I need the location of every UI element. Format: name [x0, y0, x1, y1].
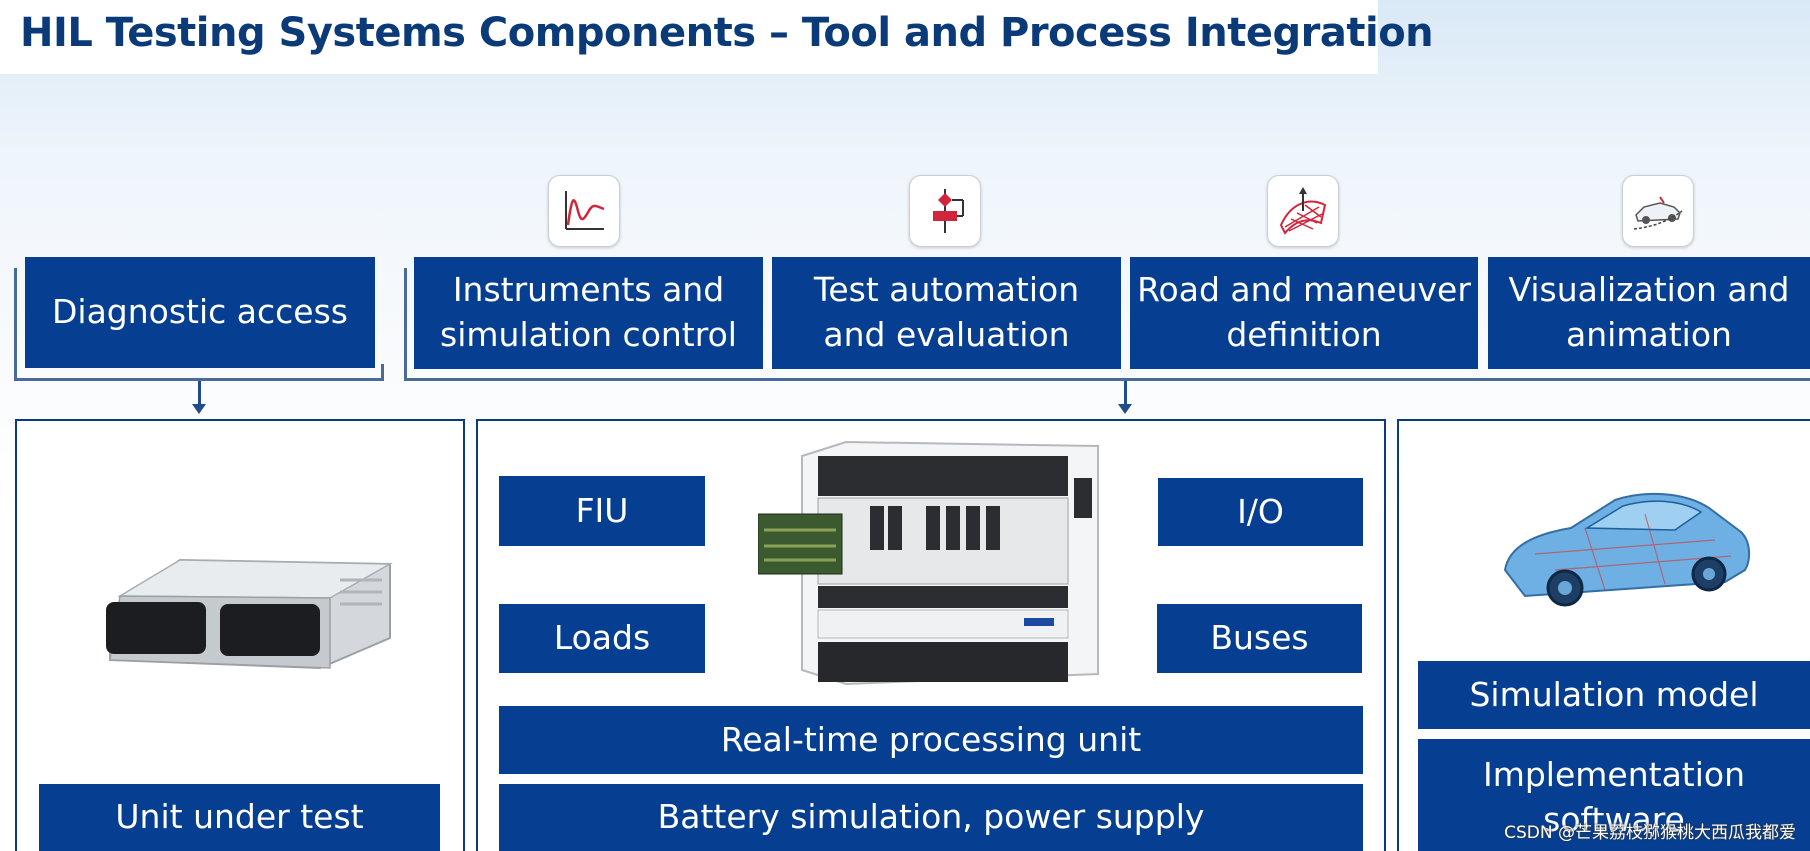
diagnostic-access-label: Diagnostic access — [52, 292, 348, 332]
ecu-image — [90, 540, 400, 680]
fiu-box: FIU — [499, 476, 705, 546]
bracket-right-vertical — [404, 268, 407, 380]
loads-box: Loads — [499, 604, 705, 673]
real-time-processing-unit-box: Real-time processing unit — [499, 706, 1363, 774]
bracket-left-vertical — [14, 268, 17, 380]
title-bar — [0, 0, 1378, 74]
simulation-model-box: Simulation model — [1418, 661, 1810, 729]
fiu-label: FIU — [575, 490, 629, 530]
unit-under-test-label: Unit under test — [115, 797, 364, 837]
implementation-software-label-line1: Implementation — [1482, 755, 1746, 794]
buses-label: Buses — [1210, 618, 1309, 658]
test-automation-box: Test automation and evaluation — [772, 257, 1121, 369]
page-title: HIL Testing Systems Components – Tool an… — [20, 10, 1434, 56]
instruments-label-line2: simulation control — [440, 315, 737, 354]
arrow-diagnostic-stem — [198, 381, 201, 405]
battery-simulation-label: Battery simulation, power supply — [657, 797, 1205, 837]
buses-box: Buses — [1157, 604, 1362, 673]
road-maneuver-label-line2: definition — [1226, 315, 1382, 354]
bracket-left-right — [381, 364, 384, 381]
real-time-processing-unit-label: Real-time processing unit — [720, 719, 1142, 759]
car-model-image — [1495, 470, 1755, 625]
csdn-watermark: CSDN @芒果荔枝猕猴桃大西瓜我都爱 — [1504, 823, 1796, 843]
arrow-diagnostic-head — [192, 404, 206, 414]
bracket-right-bottom — [404, 378, 1810, 381]
visualization-label-line1: Visualization and — [1508, 270, 1790, 310]
visualization-box: Visualization and animation — [1488, 257, 1810, 369]
hil-rack-image — [757, 438, 1108, 690]
arrow-tools-head — [1118, 404, 1132, 414]
battery-simulation-box: Battery simulation, power supply — [499, 784, 1363, 851]
road-maneuver-box: Road and maneuver definition — [1130, 257, 1478, 369]
loads-label: Loads — [553, 618, 651, 658]
arrow-tools-stem — [1124, 381, 1127, 405]
implementation-software-box: Implementation software — [1418, 739, 1810, 851]
io-label: I/O — [1237, 491, 1284, 531]
road-surface-icon — [1267, 175, 1339, 247]
io-box: I/O — [1158, 478, 1363, 546]
visualization-label-line2: animation — [1566, 315, 1732, 354]
line-chart-icon — [548, 175, 620, 247]
instruments-label-line1: Instruments and — [452, 270, 725, 310]
test-automation-label-line2: and evaluation — [823, 315, 1070, 354]
test-automation-label-line1: Test automation — [813, 270, 1080, 310]
diagnostic-access-box: Diagnostic access — [25, 257, 375, 368]
flowchart-icon — [909, 175, 981, 247]
simulation-model-label: Simulation model — [1469, 674, 1759, 714]
unit-under-test-box: Unit under test — [39, 784, 440, 851]
bracket-left-bottom — [14, 378, 383, 381]
road-maneuver-label-line1: Road and maneuver — [1137, 270, 1471, 310]
implementation-software-label-line2: software — [1543, 799, 1685, 839]
instruments-box: Instruments and simulation control — [414, 257, 763, 369]
car-wireframe-icon — [1622, 175, 1694, 247]
